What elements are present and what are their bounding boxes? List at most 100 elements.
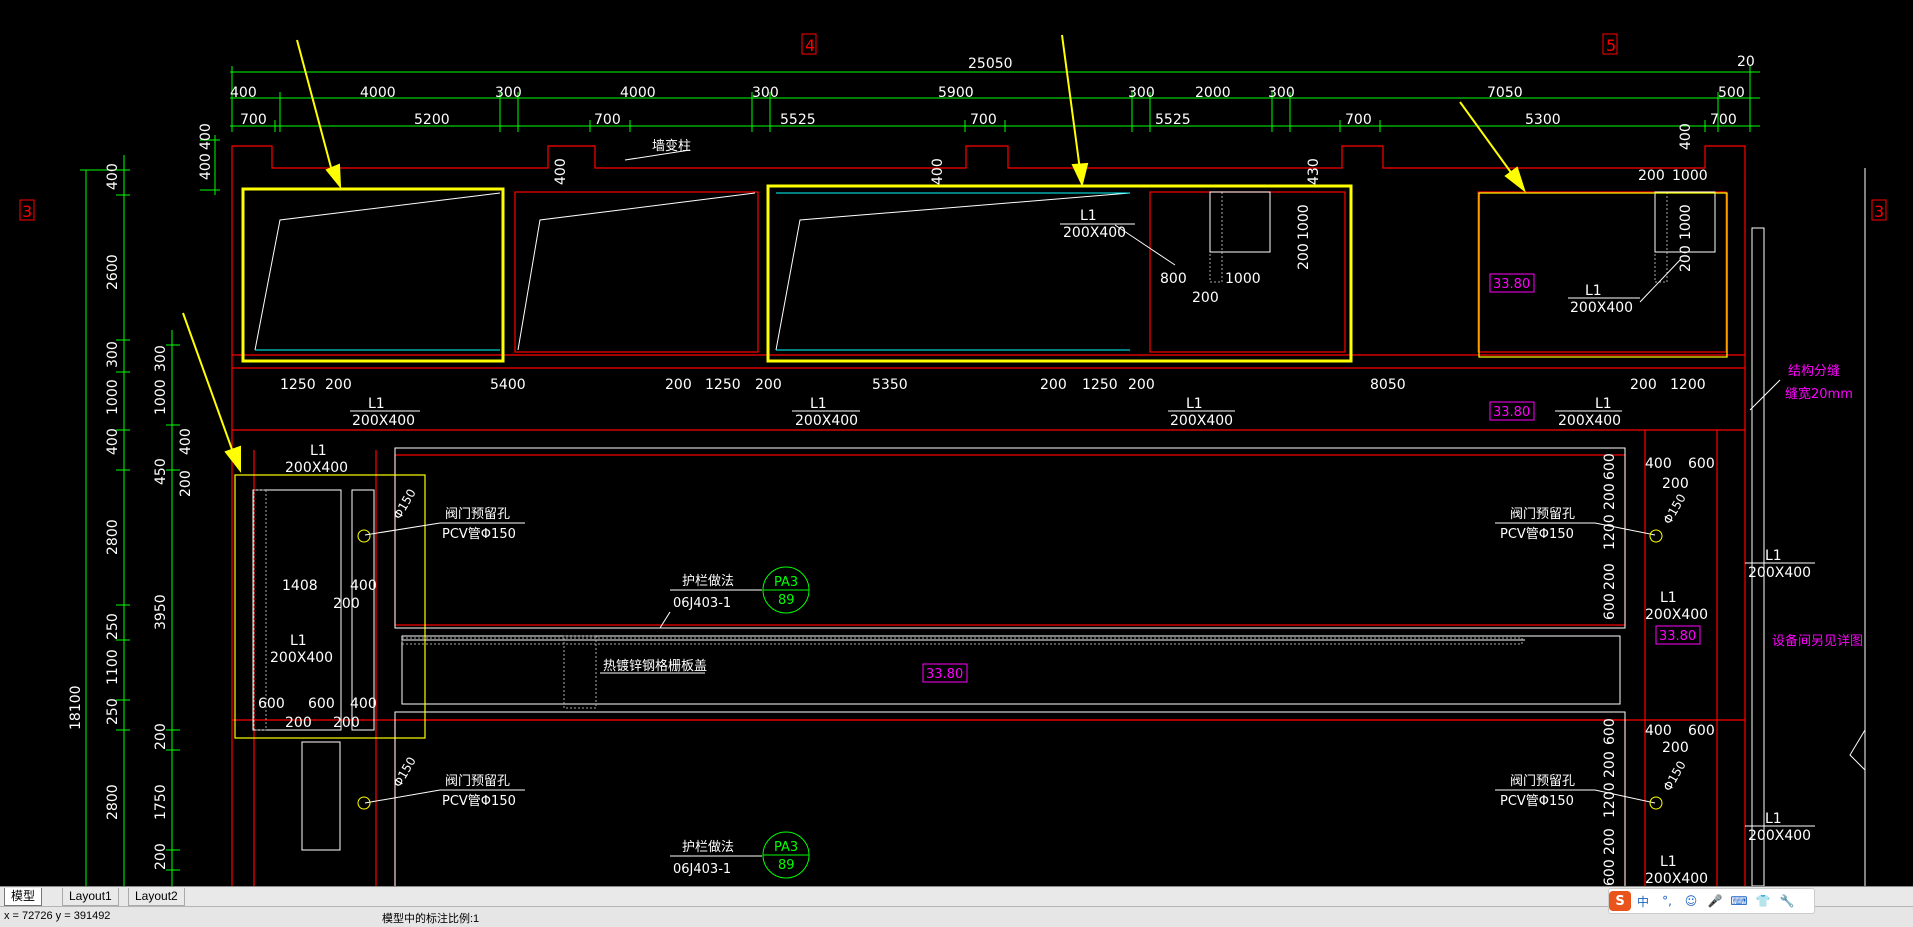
sogou-logo-icon[interactable]: S bbox=[1609, 891, 1631, 911]
svg-text:1000: 1000 bbox=[1672, 168, 1708, 184]
svg-text:5900: 5900 bbox=[938, 85, 974, 101]
tab-layout1[interactable]: Layout1 bbox=[62, 888, 119, 906]
svg-text:400: 400 bbox=[198, 123, 214, 150]
svg-text:600: 600 bbox=[308, 696, 335, 712]
svg-text:200X400: 200X400 bbox=[795, 413, 858, 429]
svg-text:L1: L1 bbox=[1595, 396, 1612, 412]
svg-text:5525: 5525 bbox=[1155, 112, 1191, 128]
note-railing: 护栏做法 bbox=[682, 574, 734, 589]
annotation-notes: 墙变柱 阀门预留孔 PCV管Φ150 阀门预留孔 PCV管Φ150 阀门预留孔 … bbox=[390, 138, 1863, 877]
pa3-callouts: PA3 89 PA3 89 bbox=[762, 566, 810, 879]
svg-text:600: 600 bbox=[1602, 453, 1618, 480]
svg-text:200X400: 200X400 bbox=[1645, 607, 1708, 623]
svg-text:200: 200 bbox=[285, 715, 312, 731]
svg-text:400: 400 bbox=[178, 428, 194, 455]
svg-text:2800: 2800 bbox=[105, 784, 121, 820]
svg-text:300: 300 bbox=[495, 85, 522, 101]
svg-text:L1: L1 bbox=[310, 443, 327, 459]
note-pvc-pipe: PCV管Φ150 bbox=[442, 527, 516, 542]
svg-text:600: 600 bbox=[1602, 718, 1618, 745]
svg-text:200: 200 bbox=[1602, 828, 1618, 855]
svg-text:200: 200 bbox=[1192, 290, 1219, 306]
panel-sketches bbox=[254, 191, 1716, 351]
svg-text:400: 400 bbox=[1678, 123, 1694, 150]
grid-label-right: 3 bbox=[1874, 202, 1884, 221]
svg-text:5525: 5525 bbox=[780, 112, 816, 128]
cursor-coordinates: x = 72726 y = 391492 bbox=[4, 910, 111, 922]
svg-text:200X400: 200X400 bbox=[270, 650, 333, 666]
svg-text:200: 200 bbox=[1630, 377, 1657, 393]
svg-text:300: 300 bbox=[752, 85, 779, 101]
svg-text:L1: L1 bbox=[368, 396, 385, 412]
svg-text:700: 700 bbox=[1345, 112, 1372, 128]
elevation-tags: 33.80 33.80 33.80 33.80 bbox=[922, 273, 1701, 683]
svg-text:1250: 1250 bbox=[280, 377, 316, 393]
svg-text:阀门预留孔: 阀门预留孔 bbox=[445, 774, 510, 789]
tab-model[interactable]: 模型 bbox=[4, 888, 43, 906]
svg-text:PCV管Φ150: PCV管Φ150 bbox=[1500, 527, 1574, 542]
microphone-icon[interactable]: 🎤 bbox=[1707, 894, 1723, 908]
svg-text:200: 200 bbox=[1602, 751, 1618, 778]
cad-drawing[interactable]: 3 3 4 5 25050 400 4000 300 bbox=[0, 0, 1913, 886]
tools-icon[interactable]: 🔧 bbox=[1779, 894, 1795, 908]
svg-text:1100: 1100 bbox=[105, 649, 121, 685]
svg-text:200: 200 bbox=[1662, 740, 1689, 756]
drawing-canvas[interactable]: 3 3 4 5 25050 400 4000 300 bbox=[0, 0, 1913, 886]
svg-text:L1: L1 bbox=[810, 396, 827, 412]
ime-chinese-mode[interactable]: 中 bbox=[1636, 894, 1649, 909]
svg-text:PA3: PA3 bbox=[774, 840, 798, 855]
svg-text:Φ150: Φ150 bbox=[1660, 758, 1688, 793]
top-dimensions bbox=[230, 66, 1760, 132]
svg-text:4000: 4000 bbox=[360, 85, 396, 101]
svg-text:33.80: 33.80 bbox=[1659, 629, 1696, 644]
svg-text:200X400: 200X400 bbox=[1748, 565, 1811, 581]
top-dim-texts: 25050 400 4000 300 4000 300 5900 300 200… bbox=[230, 54, 1755, 128]
svg-text:200: 200 bbox=[333, 596, 360, 612]
svg-text:600: 600 bbox=[258, 696, 285, 712]
svg-text:PA3: PA3 bbox=[774, 575, 798, 590]
punctuation-icon[interactable]: °, bbox=[1662, 894, 1672, 908]
keyboard-icon[interactable]: ⌨ bbox=[1730, 894, 1748, 908]
svg-text:阀门预留孔: 阀门预留孔 bbox=[1510, 507, 1575, 522]
svg-text:1200: 1200 bbox=[1602, 514, 1618, 550]
skin-icon[interactable]: 👕 bbox=[1755, 894, 1771, 908]
svg-text:20: 20 bbox=[1737, 54, 1755, 70]
dim-top-total: 25050 bbox=[968, 56, 1013, 72]
svg-text:PCV管Φ150: PCV管Φ150 bbox=[442, 794, 516, 809]
svg-text:Φ150: Φ150 bbox=[1660, 491, 1688, 526]
svg-text:8050: 8050 bbox=[1370, 377, 1406, 393]
tab-layout2[interactable]: Layout2 bbox=[128, 888, 185, 906]
svg-text:200X400: 200X400 bbox=[352, 413, 415, 429]
svg-text:200: 200 bbox=[1128, 377, 1155, 393]
svg-text:250: 250 bbox=[105, 698, 121, 725]
cyan-lines bbox=[255, 192, 1130, 351]
svg-text:400: 400 bbox=[350, 578, 377, 594]
svg-text:400: 400 bbox=[350, 696, 377, 712]
svg-text:33.80: 33.80 bbox=[926, 667, 963, 682]
svg-text:L1: L1 bbox=[1765, 811, 1782, 827]
svg-text:700: 700 bbox=[594, 112, 621, 128]
grid-label-5: 5 bbox=[1606, 36, 1616, 55]
svg-text:1408: 1408 bbox=[282, 578, 318, 594]
left-dim-texts: 400 2600 300 1000 400 2800 250 1100 250 … bbox=[68, 123, 214, 870]
svg-text:2000: 2000 bbox=[1195, 85, 1231, 101]
svg-text:2800: 2800 bbox=[105, 519, 121, 555]
svg-text:L1: L1 bbox=[1660, 590, 1677, 606]
svg-text:5400: 5400 bbox=[490, 377, 526, 393]
emoji-icon[interactable]: ☺ bbox=[1684, 894, 1698, 908]
dim-left-total: 18100 bbox=[68, 685, 84, 730]
svg-text:200X400: 200X400 bbox=[1645, 871, 1708, 886]
svg-text:200: 200 bbox=[1602, 563, 1618, 590]
highlight-boxes bbox=[241, 184, 1353, 363]
svg-text:300: 300 bbox=[153, 345, 169, 372]
svg-text:1750: 1750 bbox=[153, 784, 169, 820]
white-outlines bbox=[252, 168, 1866, 886]
svg-text:200X400: 200X400 bbox=[285, 460, 348, 476]
grid-axis-markers: 3 3 4 5 bbox=[19, 33, 1887, 221]
svg-text:300: 300 bbox=[1128, 85, 1155, 101]
svg-text:250: 250 bbox=[105, 613, 121, 640]
svg-text:300: 300 bbox=[105, 341, 121, 368]
svg-text:5350: 5350 bbox=[872, 377, 908, 393]
grid-label-4: 4 bbox=[805, 36, 815, 55]
svg-text:450: 450 bbox=[153, 458, 169, 485]
